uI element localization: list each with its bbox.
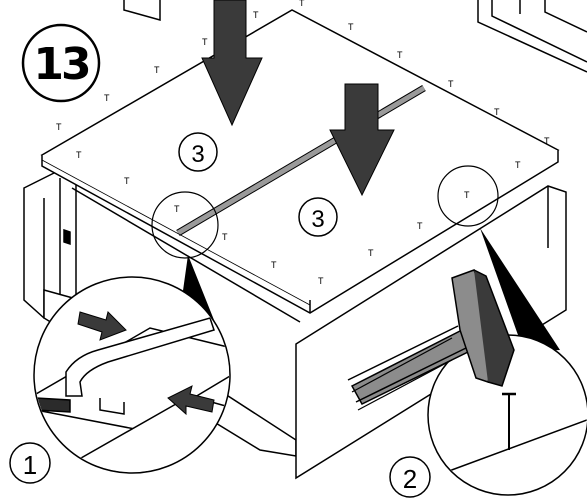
- svg-text:T: T: [76, 150, 82, 160]
- step-badge: 13: [21, 23, 101, 103]
- side-unit-fragment: [477, 0, 587, 73]
- svg-text:T: T: [544, 136, 550, 146]
- svg-text:T: T: [202, 37, 208, 47]
- svg-text:T: T: [124, 176, 130, 186]
- magnifier-circle-left: [151, 191, 219, 259]
- nail-icon: [502, 392, 516, 450]
- svg-text:T: T: [417, 221, 423, 231]
- svg-text:T: T: [56, 122, 62, 132]
- svg-text:T: T: [515, 160, 521, 170]
- svg-text:T: T: [348, 22, 354, 32]
- hammer-icon: [347, 269, 515, 405]
- motion-lines: [351, 337, 453, 411]
- previous-part-fragment: [123, 0, 161, 21]
- svg-text:T: T: [253, 10, 259, 20]
- svg-text:T: T: [299, 0, 305, 8]
- push-arrow-top: [77, 311, 127, 341]
- svg-text:3: 3: [191, 141, 204, 168]
- top-panel: [40, 9, 560, 314]
- magnifier-circle-right: [437, 165, 499, 227]
- nail-marks: T T T T T T T T T T T T T T T T T T T T …: [56, 0, 550, 286]
- svg-text:T: T: [464, 190, 470, 200]
- callout-2: 2: [389, 456, 431, 498]
- svg-text:T: T: [494, 107, 500, 117]
- svg-text:T: T: [174, 204, 180, 214]
- callout-3b: 3: [298, 197, 338, 237]
- svg-text:T: T: [448, 79, 454, 89]
- step-number: 13: [33, 39, 89, 90]
- down-arrow-right: [329, 83, 395, 197]
- svg-text:T: T: [271, 260, 277, 270]
- svg-text:T: T: [222, 232, 228, 242]
- svg-text:2: 2: [403, 464, 417, 494]
- detail-pointer-right: [480, 228, 560, 352]
- callout-3a: 3: [178, 132, 218, 172]
- svg-text:T: T: [104, 93, 110, 103]
- push-arrow-bottom: [167, 385, 215, 416]
- svg-text:1: 1: [23, 450, 37, 480]
- svg-text:T: T: [397, 50, 403, 60]
- down-arrow-left: [201, 0, 263, 127]
- svg-text:T: T: [368, 248, 374, 258]
- svg-text:T: T: [318, 276, 324, 286]
- callout-1: 1: [9, 442, 51, 484]
- svg-text:T: T: [154, 65, 160, 75]
- svg-text:3: 3: [311, 206, 324, 233]
